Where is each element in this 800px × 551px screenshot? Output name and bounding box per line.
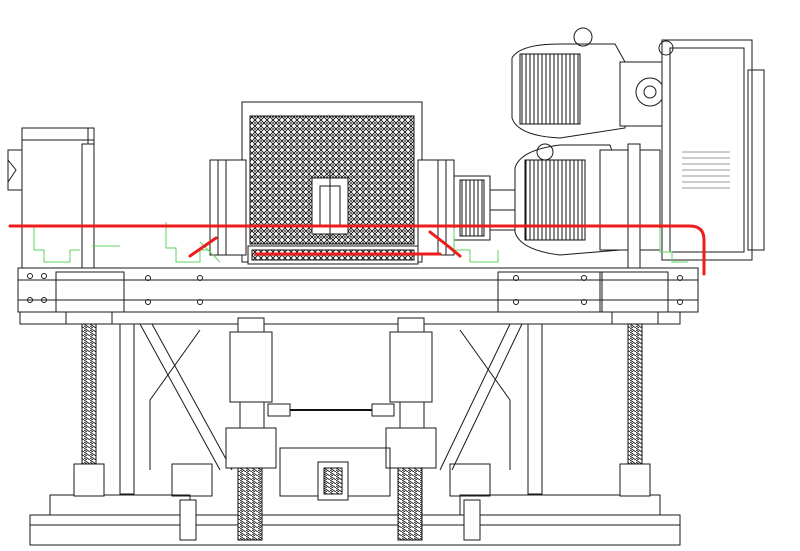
crusher-housing <box>209 101 455 265</box>
gearbox <box>511 27 765 261</box>
threaded-rods <box>65 311 659 497</box>
center-bottom-frame <box>171 447 491 541</box>
tie-rod <box>267 403 395 417</box>
base-frame <box>17 267 699 325</box>
green-brackets <box>33 222 688 263</box>
scissor-braces <box>119 323 543 495</box>
foundation <box>29 494 681 546</box>
coupling <box>453 175 521 241</box>
gearbox-vents <box>682 151 730 189</box>
left-control-box <box>7 127 95 269</box>
red-highlight-path <box>8 224 706 276</box>
guide-posts <box>81 143 641 277</box>
hydraulic-cylinders <box>225 317 437 541</box>
